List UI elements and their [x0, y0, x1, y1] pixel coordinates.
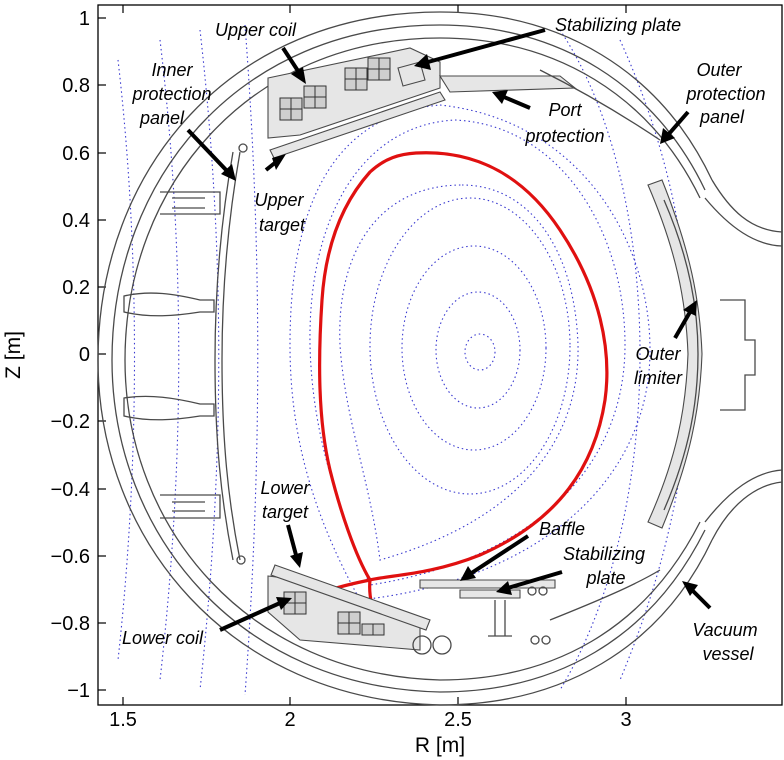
- x-axis-title: R [m]: [415, 734, 465, 757]
- label-lower-target: target: [262, 502, 309, 522]
- label-outer-protection-panel: panel: [699, 107, 745, 127]
- upper-target: [269, 91, 446, 159]
- label-outer-protection-panel: Outer: [696, 60, 742, 80]
- x-tick-label: 1.5: [109, 709, 137, 731]
- outer-limiter: [647, 179, 703, 529]
- upper-coil: [267, 47, 441, 139]
- label-outer-limiter: Outer: [635, 344, 681, 364]
- label-vacuum-vessel: vessel: [702, 644, 754, 664]
- plasma-boundary: [318, 151, 609, 582]
- outer-protection-panel: [539, 69, 661, 621]
- lower-target: [270, 564, 431, 631]
- y-axis-title: Z [m]: [2, 331, 25, 379]
- inner-protection-panel: [214, 143, 248, 565]
- y-tick-label: 0.6: [62, 143, 90, 165]
- y-tick-label: −1: [67, 680, 90, 702]
- inner-wall-fixtures: [123, 191, 221, 519]
- label-upper-target: Upper: [254, 190, 304, 210]
- vacuum-vessel: [97, 11, 783, 706]
- label-baffle: Baffle: [539, 519, 585, 539]
- label-stabilizing-plate-bottom: Stabilizing: [563, 544, 645, 564]
- y-axis-ticks: [98, 17, 106, 691]
- lower-coil: [267, 575, 421, 651]
- label-inner-protection-panel: protection: [131, 84, 211, 104]
- label-lower-coil: Lower coil: [122, 628, 204, 648]
- x-tick-label: 2: [284, 709, 295, 731]
- label-lower-target: Lower: [260, 478, 310, 498]
- label-stabilizing-plate-top: Stabilizing plate: [555, 15, 681, 35]
- y-tick-label: 1: [79, 8, 90, 30]
- x-axis-ticks: [122, 5, 627, 705]
- label-upper-target: target: [259, 215, 306, 235]
- label-stabilizing-plate-bottom: plate: [585, 568, 625, 588]
- y-tick-label: −0.4: [51, 479, 90, 501]
- label-outer-protection-panel: protection: [685, 84, 765, 104]
- x-tick-label: 3: [620, 709, 631, 731]
- annotation-arrows: [186, 28, 712, 632]
- y-tick-label: 0.2: [62, 277, 90, 299]
- y-tick-label: 0.8: [62, 75, 90, 97]
- y-tick-label: 0.4: [62, 210, 90, 232]
- label-inner-protection-panel: Inner: [151, 60, 193, 80]
- lower-port-fixtures: [412, 635, 551, 655]
- label-upper-coil: Upper coil: [215, 20, 297, 40]
- flux-surfaces: [289, 104, 651, 601]
- y-tick-label: −0.8: [51, 613, 90, 635]
- label-port-protection: Port: [548, 100, 582, 120]
- label-inner-protection-panel: panel: [139, 108, 185, 128]
- label-vacuum-vessel: Vacuum: [692, 620, 757, 640]
- y-tick-label: −0.2: [51, 411, 90, 433]
- label-port-protection: protection: [524, 126, 604, 146]
- label-outer-limiter: limiter: [634, 368, 683, 388]
- y-tick-label: −0.6: [51, 546, 90, 568]
- y-tick-label: 0: [79, 344, 90, 366]
- stabilizing-plate-upper: [397, 61, 426, 87]
- x-tick-label: 2.5: [444, 709, 472, 731]
